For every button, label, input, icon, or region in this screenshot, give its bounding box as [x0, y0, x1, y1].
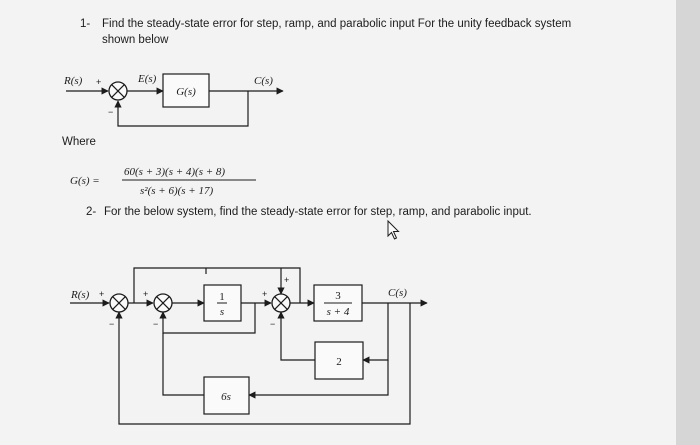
- d1-output-label: C(s): [254, 75, 273, 87]
- eq-lhs: G(s) =: [70, 175, 100, 187]
- d2-unity-feedback: [115, 303, 411, 425]
- diagram-2: R(s) + − + − 1 s + + −: [70, 267, 428, 425]
- d2-summing-junction-1: [109, 293, 129, 313]
- mouse-cursor-icon: [387, 219, 400, 240]
- diagram-1: R(s) + E(s) G(s) C(s) −: [63, 73, 284, 127]
- d1-feedback-path: [114, 91, 249, 127]
- q1-line2: shown below: [102, 34, 169, 46]
- d2-top-feedback: [133, 267, 301, 303]
- d2-output-label: C(s): [388, 287, 407, 299]
- d2-integrator-den: s: [220, 306, 224, 318]
- q2-number: 2-: [86, 206, 96, 218]
- d2-6s-label: 6s: [221, 391, 231, 403]
- d2-sj3-minus: −: [270, 319, 275, 329]
- d2-g3-den: s + 4: [327, 306, 350, 318]
- d2-sj3-plus-top: +: [284, 275, 289, 285]
- d2-summing-junction-3: [271, 293, 291, 313]
- paper-shadow: [676, 0, 700, 445]
- d1-plus-sign: +: [96, 77, 101, 87]
- d1-input-label: R(s): [63, 75, 83, 87]
- d1-error-label: E(s): [137, 73, 157, 85]
- q1-line1: Find the steady-state error for step, ra…: [102, 18, 571, 30]
- transfer-function-equation: G(s) = 60(s + 3)(s + 4)(s + 8) s²(s + 6)…: [70, 166, 256, 197]
- d2-gain2-out: [277, 311, 315, 361]
- d2-sj2-minus: −: [153, 319, 158, 329]
- d2-6s-in: [248, 360, 389, 399]
- d2-6s-out: [162, 333, 204, 396]
- eq-denominator: s²(s + 6)(s + 17): [140, 185, 213, 197]
- d2-sj3-plus-left: +: [262, 289, 267, 299]
- d2-input-label: R(s): [70, 289, 90, 301]
- d1-summing-junction: [108, 81, 128, 101]
- d1-plant-label: G(s): [176, 86, 196, 98]
- q1-number: 1-: [80, 18, 90, 30]
- d2-sj1-minus: −: [109, 319, 114, 329]
- where-label: Where: [62, 136, 96, 148]
- d1-plant-block: [162, 73, 210, 108]
- d1-minus-sign: −: [108, 107, 113, 117]
- d2-sj1-plus: +: [99, 289, 104, 299]
- eq-numerator: 60(s + 3)(s + 4)(s + 8): [124, 166, 225, 178]
- d2-integrator-num: 1: [219, 291, 225, 303]
- q2-text: For the below system, find the steady-st…: [104, 206, 532, 218]
- d2-g3-num: 3: [335, 290, 341, 302]
- d2-integrator-block: [203, 284, 242, 322]
- d2-sj2-plus: +: [143, 289, 148, 299]
- d2-inner-feedback: [159, 303, 256, 334]
- d2-gain2-label: 2: [336, 356, 342, 368]
- d2-6s-block: [203, 376, 250, 415]
- d2-summing-junction-2: [153, 293, 173, 313]
